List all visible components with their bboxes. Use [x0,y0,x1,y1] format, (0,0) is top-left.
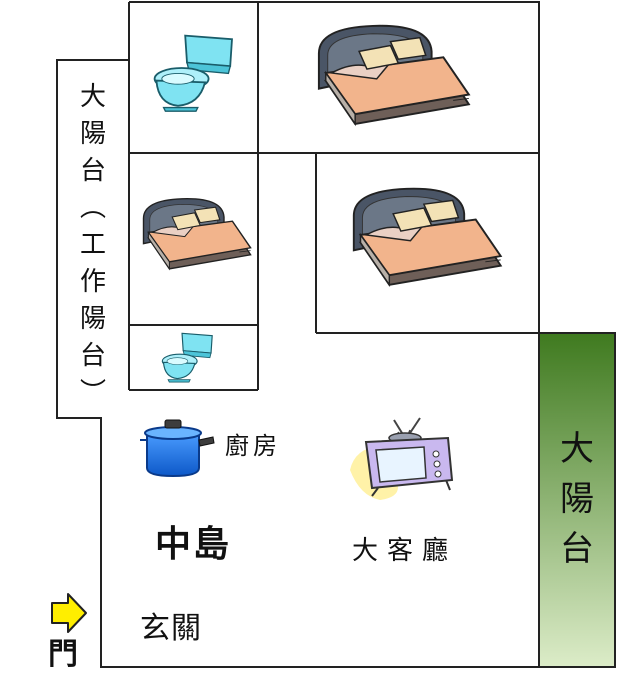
television-icon [350,417,454,500]
balcony-strip [538,332,616,668]
big-balcony-char: 台 [560,529,594,569]
work-balcony-char: 台 [79,156,106,186]
kitchen-label: 廚房 [225,432,281,460]
work-balcony-label: 大 陽 台 ︵ 工 作 陽 台 ︶ [63,84,123,417]
entry-label: 玄關 [140,611,202,646]
work-balcony-char: 作 [79,267,106,297]
work-balcony-char: ︵ [79,193,106,223]
toilet-icon [153,34,233,113]
arrow-right-icon [51,593,87,633]
bed-icon [352,187,502,286]
bed-icon [317,24,470,125]
door-label: 門 [48,637,78,672]
big-balcony-char: 大 [560,429,594,469]
cooking-pot-icon [140,419,215,478]
big-balcony-char: 陽 [560,479,594,519]
bed-icon [142,198,252,270]
big-balcony-label: 大 陽 台 [545,432,609,582]
work-balcony-char: 陽 [79,304,106,334]
work-balcony-char: 陽 [79,119,106,149]
island-label: 中島 [155,524,232,565]
toilet-icon [161,332,213,383]
living-room-label: 大客廳 [352,536,458,566]
work-balcony-char: 大 [79,82,106,112]
work-balcony-char: ︶ [79,378,106,408]
work-balcony-char: 工 [79,230,106,260]
walls [56,1,540,668]
work-balcony-char: 台 [79,341,106,371]
